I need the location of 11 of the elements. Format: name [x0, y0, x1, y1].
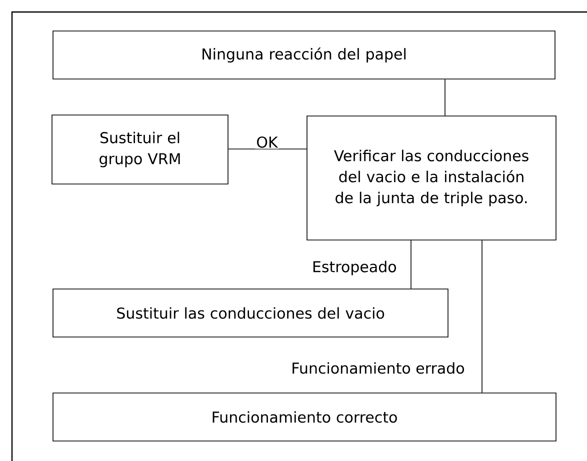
process-box: Ninguna reacción del papel: [52, 30, 556, 80]
edge-label: Funcionamiento errado: [290, 361, 466, 375]
connector-line: [228, 148, 307, 150]
process-box: Verificar las conducciones del vacio e la instalación de la junta de triple paso.: [306, 116, 556, 240]
connector-line: [444, 79, 446, 116]
connector-line: [410, 240, 412, 289]
process-box: Sustituir las conducciones del vacio: [52, 288, 448, 338]
process-box: Funcionamiento correcto: [52, 392, 556, 442]
edge-label: Estropeado: [310, 260, 398, 276]
edge-label: OK: [255, 135, 279, 149]
process-box: Sustituir el grupo VRM: [52, 114, 228, 184]
